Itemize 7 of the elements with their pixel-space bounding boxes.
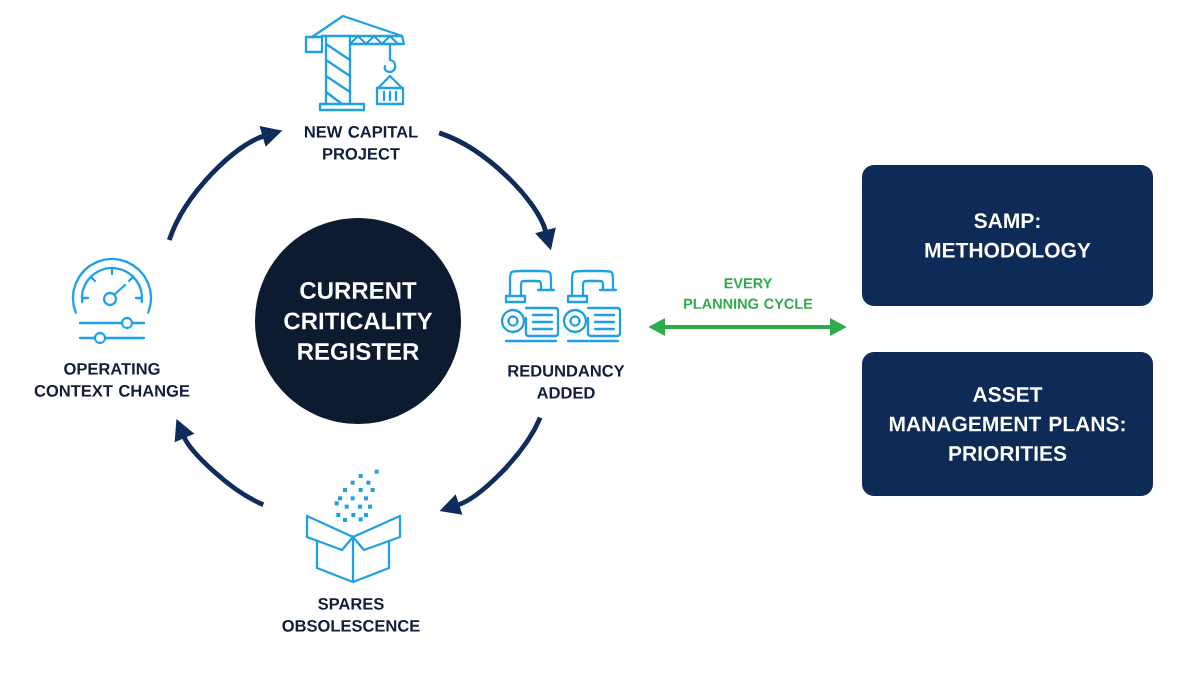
info-box: ASSET MANAGEMENT PLANS: PRIORITIES (862, 352, 1153, 496)
step-label: OPERATING CONTEXT CHANGE (34, 363, 190, 397)
edge-label: EVERY PLANNING CYCLE (684, 278, 813, 309)
step-label: NEW CAPITAL PROJECT (304, 126, 418, 160)
step-label: SPARES OBSOLESCENCE (282, 598, 420, 632)
step-label: REDUNDANCY ADDED (508, 365, 625, 399)
info-box: SAMP: METHODOLOGY (862, 165, 1153, 306)
